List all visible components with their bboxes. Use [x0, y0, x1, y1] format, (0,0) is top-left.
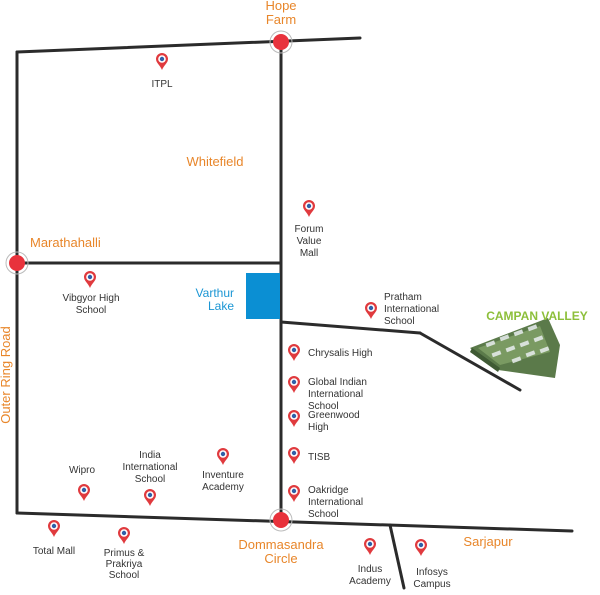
- junction-dommasandra: [269, 508, 293, 532]
- campan-valley-image: [470, 318, 560, 378]
- poi-wipro-pin-icon: [78, 484, 90, 501]
- poi-tisb-pin-icon: [288, 447, 300, 464]
- poi-itpl-label: ITPL: [151, 79, 173, 90]
- poi-greenwood-pin-icon: [288, 410, 300, 427]
- poi-infosys-pin-icon: [415, 539, 427, 556]
- junction-marathahalli: [5, 251, 29, 275]
- poi-indus-pin-icon: [364, 538, 376, 555]
- sarjapur-label: Sarjapur: [463, 534, 513, 549]
- poi-chrysalis-label: Chrysalis High: [308, 348, 372, 359]
- road-sarjapur-branch: [388, 523, 406, 590]
- outer-ring-road-label: Outer Ring Road: [0, 326, 13, 424]
- poi-pins: [48, 53, 427, 556]
- poi-india-intl-pin-icon: [144, 489, 156, 506]
- poi-total-mall-label: Total Mall: [33, 546, 75, 557]
- varthur-lake: [246, 273, 280, 319]
- poi-forum-pin-icon: [303, 200, 315, 217]
- poi-primus-pin-icon: [118, 527, 130, 544]
- poi-inventure-pin-icon: [217, 448, 229, 465]
- marathahalli-label: Marathahalli: [30, 235, 101, 250]
- poi-wipro-label: Wipro: [69, 465, 96, 476]
- junction-hope-farm: [269, 30, 293, 54]
- road-south: [15, 511, 574, 533]
- campan-valley-label: CAMPAN VALLEY: [486, 309, 588, 323]
- poi-vibgyor-pin-icon: [84, 271, 96, 288]
- poi-chrysalis-pin-icon: [288, 344, 300, 361]
- whitefield-label: Whitefield: [186, 154, 243, 169]
- road-to-campan-2: [418, 331, 522, 392]
- poi-tisb-label: TISB: [308, 452, 331, 463]
- poi-total-mall-pin-icon: [48, 520, 60, 537]
- road-to-campan-1: [279, 320, 422, 335]
- poi-oakridge-pin-icon: [288, 485, 300, 502]
- poi-global-indian-pin-icon: [288, 376, 300, 393]
- poi-itpl-pin-icon: [156, 53, 168, 70]
- poi-pratham-pin-icon: [365, 302, 377, 319]
- roads: [15, 36, 574, 590]
- road-north: [15, 36, 362, 54]
